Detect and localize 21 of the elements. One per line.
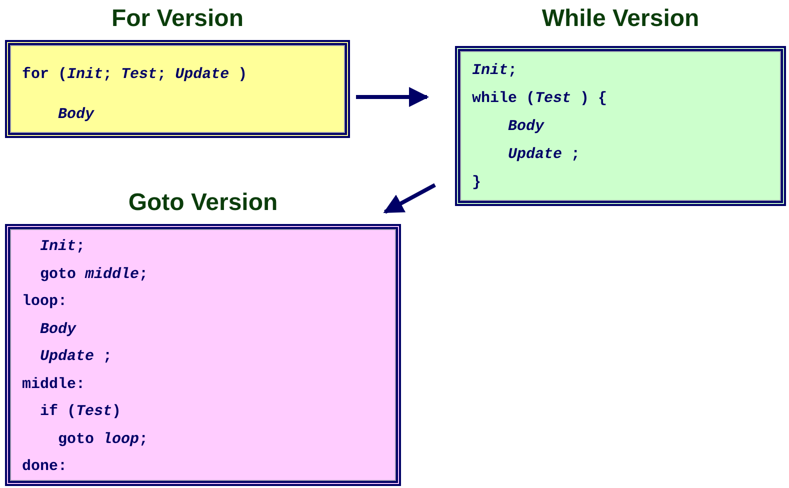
code-line: Update ; [507,145,580,165]
code-line: Body [39,320,76,340]
code-line: loop: [22,292,68,312]
code-line: Body [507,117,544,137]
arrow [356,87,429,107]
code-line: Update ; [39,347,112,367]
code-line: if (Test) [39,402,122,422]
arrow [383,183,436,214]
code-line: Body [57,105,94,125]
code-line: done: [22,457,68,477]
code-line: middle: [22,374,86,394]
section-heading: For Version [110,4,245,34]
code-line: for (Init; Test; Update ) [22,65,248,85]
code-line: goto loop; [57,430,148,450]
code-line: Init; [472,61,518,81]
section-heading: Goto Version [127,188,279,218]
code-line: Init; [39,237,86,257]
code-line: } [472,173,482,193]
code-line: while (Test ) { [472,89,608,109]
code-line: goto middle; [39,264,148,284]
section-heading: While Version [540,4,700,34]
